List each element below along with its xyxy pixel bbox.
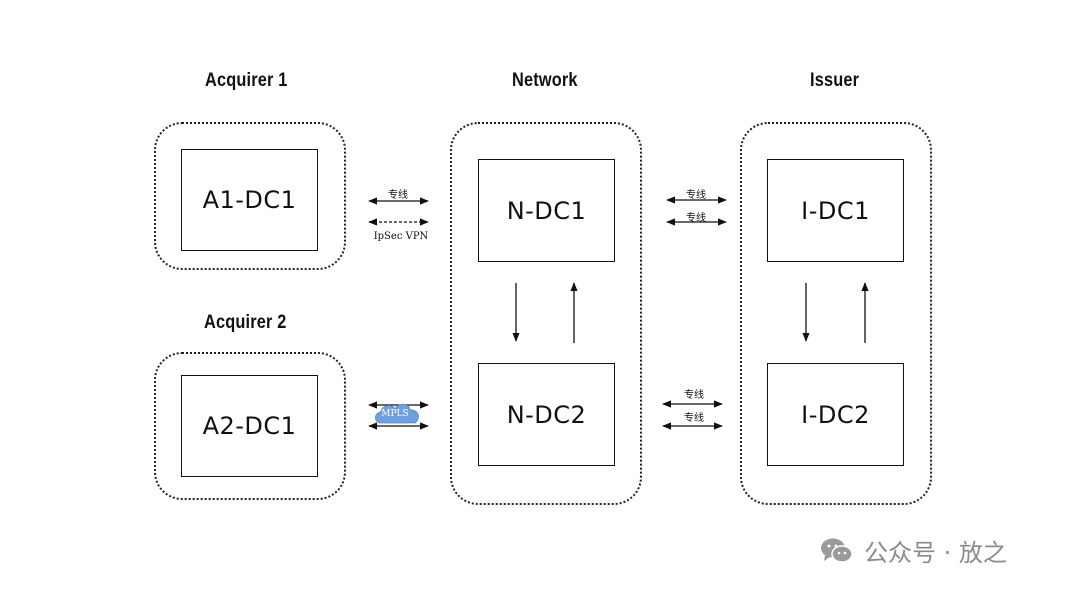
acquirer2-title: Acquirer 2 — [204, 312, 287, 333]
ndc1-idc1-top-label: 专线 — [686, 190, 706, 201]
a1-vpn-label: IpSec VPN — [373, 231, 429, 242]
i-dc2-box: I-DC2 — [767, 363, 904, 466]
wechat-icon — [821, 538, 853, 563]
watermark: 公众号 · 放之 — [820, 533, 1007, 568]
mpls-cloud-icon — [374, 403, 419, 424]
a1-dc1-box: A1-DC1 — [181, 149, 318, 251]
acquirer1-zone — [154, 122, 346, 270]
network-zone — [450, 122, 642, 505]
a1-leased-line-label: 专线 — [388, 190, 408, 201]
i-dc1-box: I-DC1 — [767, 159, 904, 262]
acquirer2-zone — [154, 352, 346, 500]
ndc1-idc1-bottom-label: 专线 — [686, 213, 706, 224]
issuer-title: Issuer — [810, 70, 860, 91]
network-title: Network — [512, 70, 578, 91]
a2-dc1-box: A2-DC1 — [181, 375, 318, 477]
n-dc1-box: N-DC1 — [478, 159, 615, 262]
acquirer1-title: Acquirer 1 — [205, 70, 288, 91]
issuer-zone — [740, 122, 932, 505]
n-dc2-box: N-DC2 — [478, 363, 615, 466]
mpls-label: MPLS — [381, 409, 409, 419]
ndc2-idc2-bottom-label: 专线 — [684, 413, 704, 424]
ndc2-idc2-top-label: 专线 — [684, 390, 704, 401]
watermark-text: 公众号 · 放之 — [864, 539, 1007, 567]
